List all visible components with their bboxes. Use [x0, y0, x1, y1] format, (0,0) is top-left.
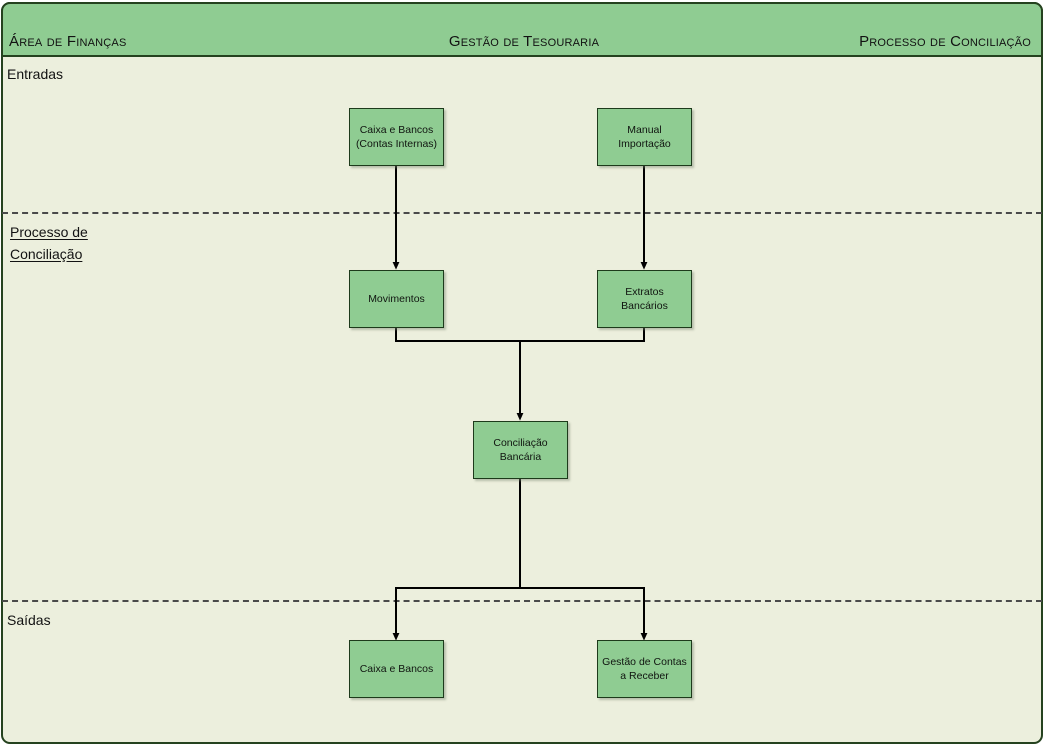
lane-label-saidas: Saídas — [7, 612, 51, 628]
node-extratos-bancarios[interactable]: Extratos Bancários — [597, 270, 692, 328]
node-manual-importacao[interactable]: Manual Importação — [597, 108, 692, 166]
lane-label-processo-conciliacao: Processo de Conciliação — [10, 224, 88, 262]
node-movimentos[interactable]: Movimentos — [349, 270, 444, 328]
node-gestao-contas-a-receber[interactable]: Gestão de Contas a Receber — [597, 640, 692, 698]
lane-label-entradas: Entradas — [7, 66, 64, 82]
node-caixa-bancos-contas-internas[interactable]: Caixa e Bancos (Contas Internas) — [349, 108, 444, 166]
lane-divider-1 — [2, 212, 1042, 214]
header-title-right: Processo de Conciliação — [859, 33, 1031, 50]
lane-divider-2 — [2, 600, 1042, 602]
diagram-header-band: Área de Finanças Gestão de Tesouraria Pr… — [1, 2, 1043, 57]
node-caixa-e-bancos[interactable]: Caixa e Bancos — [349, 640, 444, 698]
header-title-center: Gestão de Tesouraria — [448, 33, 600, 50]
node-conciliacao-bancaria[interactable]: Conciliação Bancária — [473, 421, 568, 479]
header-title-left: Área de Finanças — [9, 33, 127, 50]
